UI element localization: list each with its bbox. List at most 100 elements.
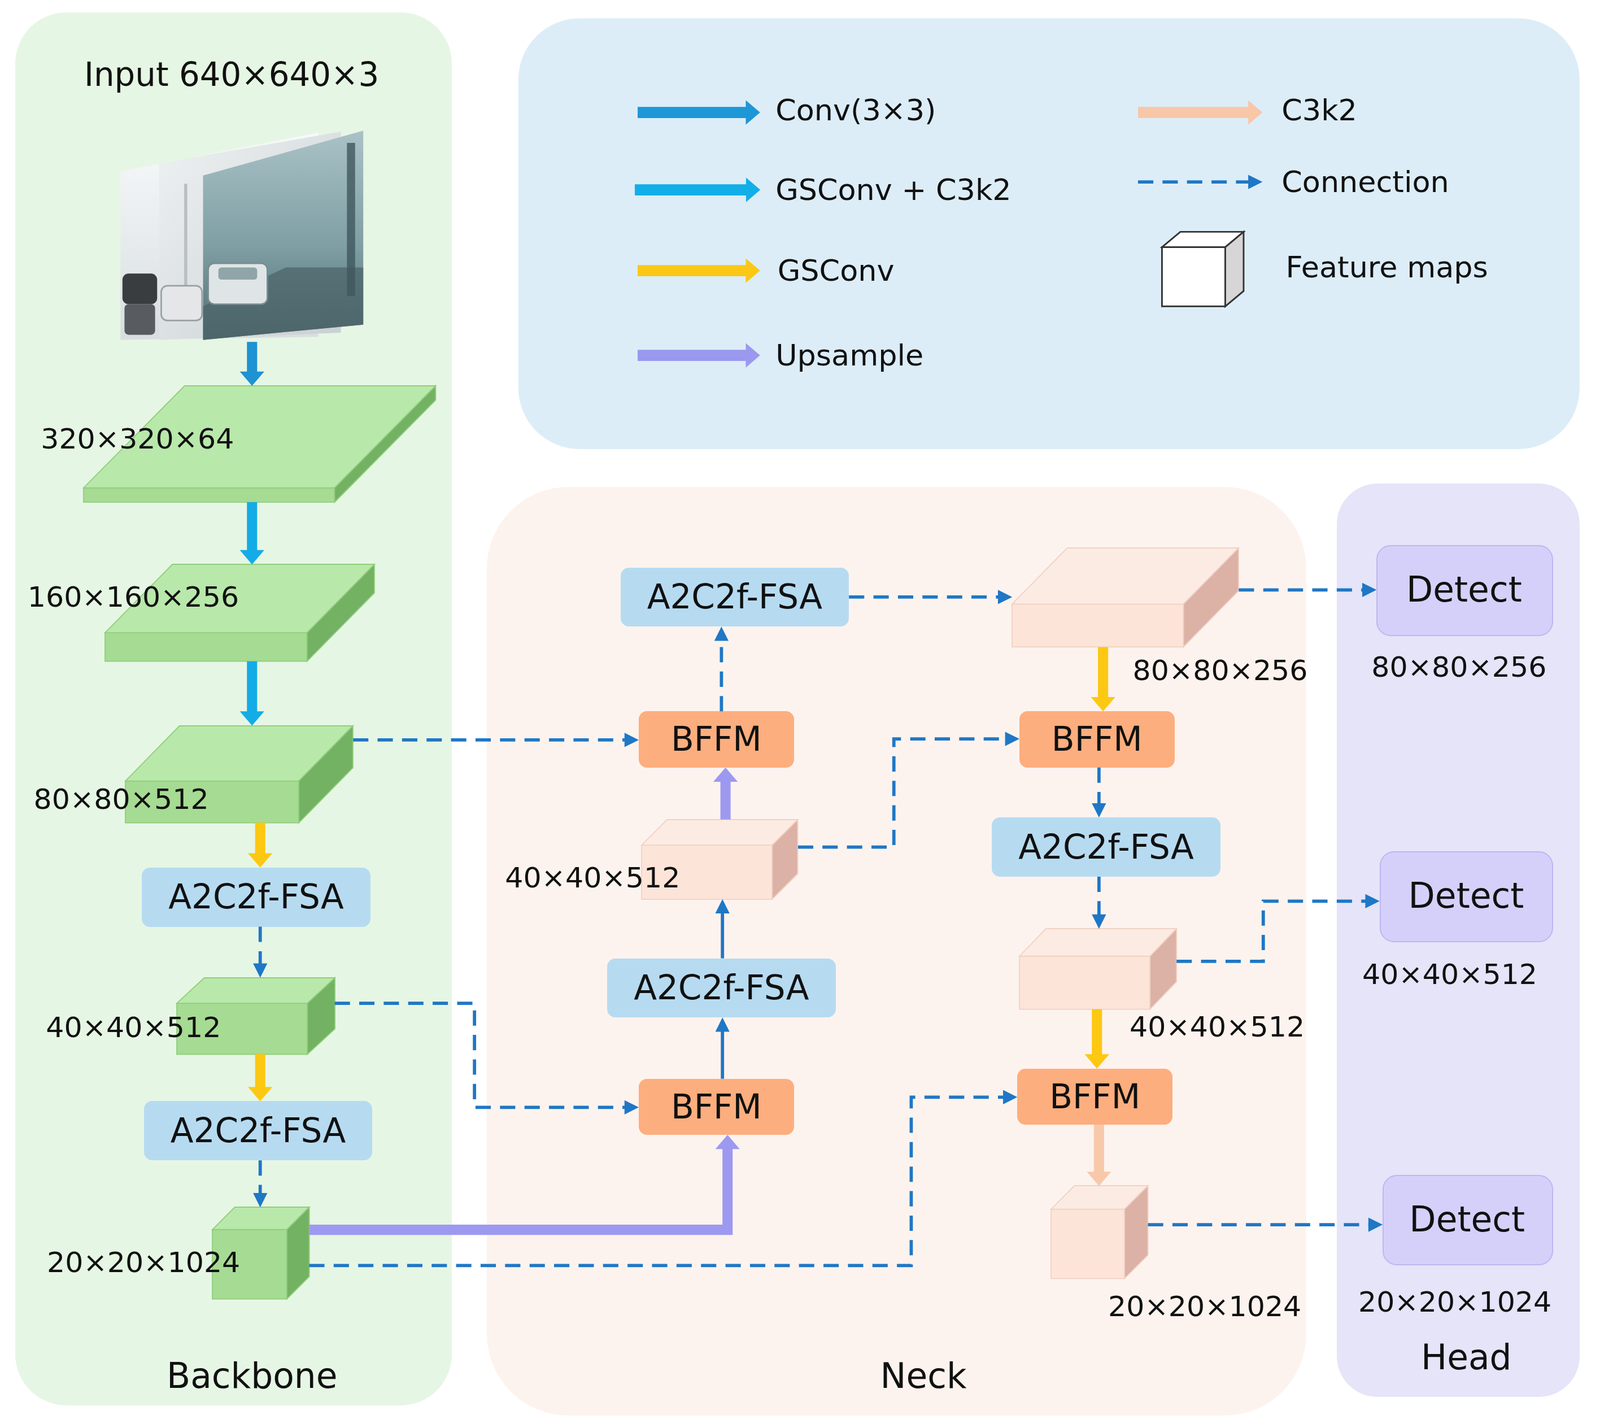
attention-block: A2C2f-FSA [141, 867, 371, 927]
swatch-line [637, 349, 748, 361]
feature-map: 40×40×512 [641, 819, 798, 900]
backbone-panel: Backbone Input 640×640×3 320×320×64 160×160… [15, 12, 452, 1406]
legend-label: GSConv [777, 253, 895, 288]
cuboid-top [1019, 928, 1177, 957]
dimension-label: 80×80×512 [33, 782, 209, 816]
attention-block: A2C2f-FSA [607, 958, 836, 1018]
cube-front [1162, 246, 1226, 307]
block-label: BFFM [670, 720, 762, 758]
swatch-line [1138, 106, 1251, 119]
detect-label: Detect [1406, 569, 1523, 610]
dimension-label: 20×20×1024 [1108, 1289, 1302, 1323]
cuboid-side [307, 977, 335, 1055]
block-label: BFFM [1051, 720, 1143, 758]
dimension-label: 40×40×512 [504, 861, 680, 895]
legend-label: GSConv + C3k2 [775, 172, 1012, 207]
dimension-label: 40×40×512 [1129, 1009, 1305, 1043]
fusion-block: BFFM [638, 1078, 795, 1135]
swatch-head [1248, 174, 1263, 189]
input-image: Input 640×640×3 [71, 50, 393, 342]
legend-label: Feature maps [1285, 250, 1489, 285]
cuboid-shape [1051, 1185, 1149, 1279]
legend-swatch [634, 174, 761, 206]
swatch-head [746, 177, 761, 202]
swatch-head [1248, 99, 1263, 125]
legend-label: Conv(3×3) [775, 93, 936, 128]
cuboid-side [286, 1206, 310, 1299]
input-heading: Input 640×640×3 [84, 55, 379, 94]
cuboid-shape [1019, 928, 1177, 1010]
block-label: A2C2f-FSA [1018, 828, 1194, 866]
feature-map: 20×20×1024 [212, 1206, 310, 1299]
fusion-block: BFFM [638, 711, 795, 767]
dimension-label: 40×40×512 [1362, 957, 1538, 991]
legend-panel [518, 18, 1580, 450]
legend-swatch [1138, 166, 1263, 198]
attention-block: A2C2f-FSA [144, 1100, 373, 1161]
legend-swatch [637, 339, 761, 371]
block-label: A2C2f-FSA [647, 578, 823, 616]
detect-box: Detect40×40×512 [1379, 851, 1554, 943]
swatch-line [637, 106, 748, 119]
legend-swatch [637, 255, 761, 286]
dimension-label: 40×40×512 [45, 1010, 221, 1044]
feature-map: 40×40×512 [1019, 928, 1177, 1010]
fusion-block: BFFM [1017, 1068, 1173, 1125]
feature-map: 40×40×512 [176, 977, 335, 1055]
swatch-line [1138, 180, 1251, 184]
panel-label: Head [1420, 1337, 1512, 1378]
cuboid-side [1149, 928, 1177, 1010]
swatch-head [746, 342, 761, 368]
cuboid-side [1124, 1185, 1149, 1279]
feature-map: 80×80×256 [1012, 547, 1239, 647]
fusion-block: BFFM [1019, 711, 1175, 767]
feature-map: 20×20×1024 [1051, 1185, 1149, 1279]
neck-panel: NeckA2C2f-FSABFFM40×40×512A2C2f-FSABFFM8… [486, 486, 1307, 1416]
cuboid-side [334, 385, 437, 503]
block-label: A2C2f-FSA [170, 1112, 346, 1150]
legend-label: C3k2 [1281, 93, 1358, 128]
cuboid-side [307, 564, 375, 662]
cuboid-front [1019, 956, 1150, 1010]
swatch-line [634, 184, 748, 196]
feature-map: 160×160×256 [105, 564, 375, 662]
dimension-label: 80×80×256 [1132, 654, 1308, 687]
block-label: A2C2f-FSA [633, 969, 809, 1007]
legend-label: Connection [1281, 164, 1449, 199]
cuboid-shape [1012, 547, 1239, 647]
head-panel: HeadDetect80×80×256Detect40×40×512Detect… [1336, 483, 1580, 1397]
attention-block: A2C2f-FSA [620, 567, 850, 627]
legend-swatch [637, 97, 761, 128]
legend-swatch [1138, 97, 1263, 128]
feature-map: 320×320×64 [83, 385, 436, 503]
detect-label: Detect [1408, 875, 1525, 917]
dimension-label: 160×160×256 [27, 580, 239, 614]
dimension-label: 20×20×1024 [46, 1245, 241, 1279]
swatch-head [746, 258, 761, 283]
panel-label: Backbone [166, 1355, 338, 1396]
dimension-label: 20×20×1024 [1358, 1285, 1552, 1319]
dimension-label: 80×80×256 [1371, 650, 1547, 684]
block-label: A2C2f-FSA [168, 878, 344, 916]
cube-side [1225, 231, 1245, 307]
block-label: BFFM [670, 1088, 762, 1126]
cuboid-front [105, 632, 308, 662]
panel-label: Neck [880, 1355, 967, 1396]
cuboid-front [1051, 1209, 1125, 1279]
cuboid-side [772, 819, 799, 900]
cuboid-top [641, 819, 798, 845]
cuboid-front [83, 487, 335, 503]
detect-box: Detect20×20×1024 [1382, 1174, 1554, 1266]
block-label: BFFM [1049, 1078, 1141, 1116]
legend-label: Upsample [775, 338, 924, 373]
swatch-line [637, 264, 748, 277]
feature-map-icon [1158, 228, 1247, 311]
detect-box: Detect80×80×256 [1376, 545, 1554, 636]
detect-label: Detect [1409, 1199, 1525, 1240]
dimension-label: 320×320×64 [40, 422, 234, 456]
attention-block: A2C2f-FSA [991, 817, 1221, 877]
cuboid-side [1183, 547, 1240, 647]
cuboid-front [1012, 604, 1184, 648]
swatch-head [746, 99, 761, 125]
